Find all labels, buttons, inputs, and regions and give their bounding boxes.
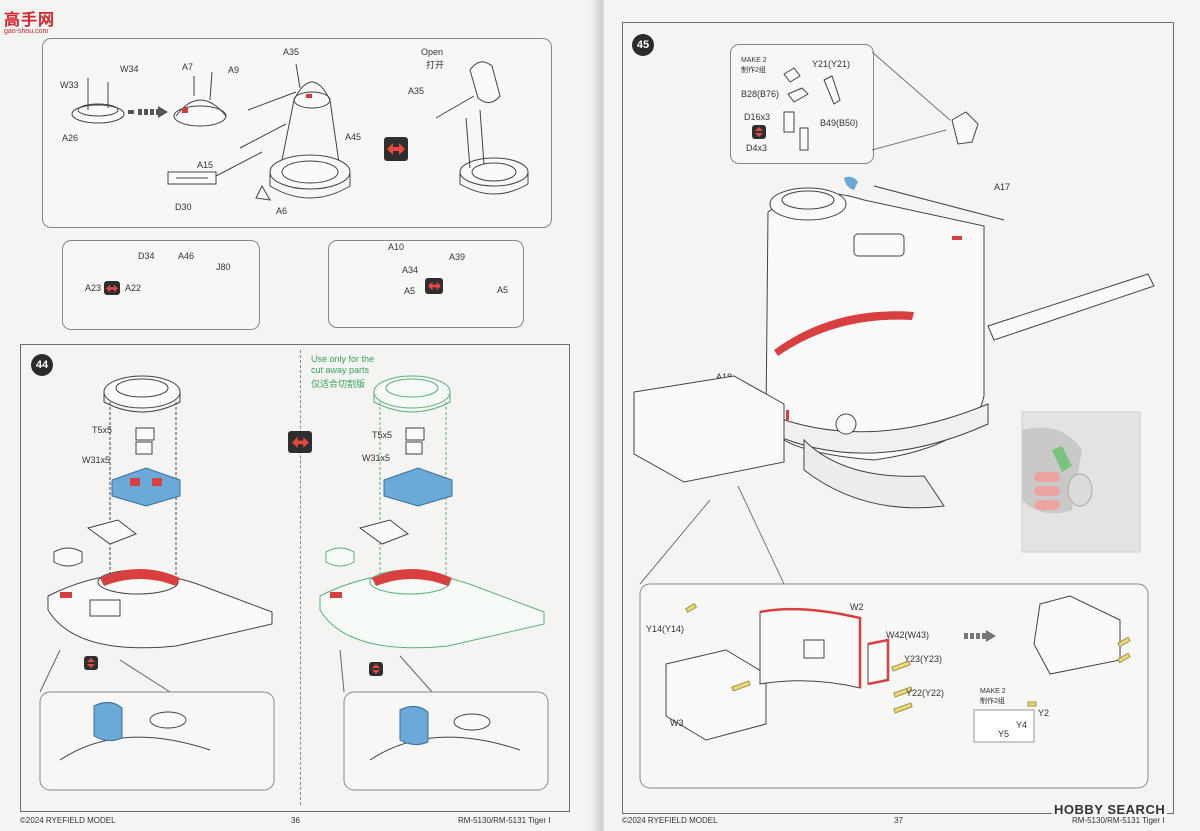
label-a6: A6 (276, 206, 288, 216)
watermark-logo: 高手网 gao-shou.com (4, 6, 68, 35)
open-label-cn: 打开 (426, 60, 445, 70)
label-d16x3: D16x3 (744, 112, 771, 122)
swap-icon-step-44 (288, 431, 312, 453)
label-w42: W42(W43) (886, 630, 930, 640)
make-2-label-top-cn: 制作2组 (741, 67, 766, 74)
label-a5-left: A5 (404, 286, 416, 296)
label-t5x5-left: T5x5 (92, 425, 113, 435)
label-y4: Y4 (1016, 720, 1028, 730)
label-a17: A17 (994, 182, 1011, 192)
label-w31x5-left: W31x5 (82, 455, 111, 465)
swap-icon-sub-left (104, 281, 120, 295)
label-a34: A34 (402, 265, 419, 275)
make-2-label-top: MAKE 2 (741, 57, 767, 64)
label-t5x5-right: T5x5 (372, 430, 393, 440)
cutaway-note-line1: Use only for the (311, 354, 375, 364)
label-w2: W2 (850, 602, 864, 612)
step-44-divider (300, 350, 301, 805)
sub-panel-right (328, 240, 524, 328)
hobby-search-logo: HOBBY SEARCH (1052, 802, 1168, 817)
label-a23: A23 (85, 283, 102, 293)
label-w34: W34 (120, 64, 139, 74)
make-2-label-bottom-cn: 制作2组 (980, 698, 1005, 705)
sub-panel-left (62, 240, 260, 330)
label-a39: A39 (449, 252, 466, 262)
footer-page-number-right: 37 (894, 816, 903, 825)
label-y5: Y5 (998, 729, 1010, 739)
label-a7: A7 (182, 62, 194, 72)
footer-copyright-left: ©2024 RYEFIELD MODEL (20, 816, 116, 825)
step-45-number: 45 (632, 34, 654, 56)
cutaway-note-cn: 仅适合切割版 (311, 379, 366, 389)
alternate-swap-icon (384, 137, 408, 161)
step-45-frame (622, 22, 1174, 814)
label-w3: W3 (670, 718, 684, 728)
label-a9: A9 (228, 65, 240, 75)
cutaway-note-line2: cut away parts (311, 365, 370, 375)
label-a5-right: A5 (497, 285, 509, 295)
watermark-brand: 高手网 (4, 12, 56, 29)
label-y22: Y22(Y22) (906, 688, 945, 698)
label-a10: A10 (388, 242, 405, 252)
footer-page-number-left: 36 (291, 816, 300, 825)
label-w31x5-right: W31x5 (362, 453, 391, 463)
label-a15: A15 (197, 160, 214, 170)
label-b28: B28(B76) (741, 89, 780, 99)
label-y2: Y2 (1038, 708, 1050, 718)
make-2-label-bottom: MAKE 2 (980, 688, 1006, 695)
footer-product-left: RM-5130/RM-5131 Tiger I (458, 816, 551, 825)
label-a45: A45 (345, 132, 362, 142)
label-a46: A46 (178, 251, 195, 261)
step-44-drawing (39, 375, 549, 791)
label-y23: Y23(Y23) (904, 654, 943, 664)
label-w33: W33 (60, 80, 79, 90)
step-44-frame (20, 344, 570, 812)
label-a26: A26 (62, 133, 79, 143)
label-y14: Y14(Y14) (646, 624, 685, 634)
label-a22: A22 (125, 283, 142, 293)
step-45-drawing (633, 51, 1155, 789)
label-d30: D30 (175, 202, 192, 212)
swap-icon-sub-right (425, 278, 443, 294)
flip-icon-right (369, 662, 383, 676)
label-a35-open: A35 (408, 86, 425, 96)
flip-icon-left (84, 656, 98, 670)
flip-icon-inset-top (752, 125, 766, 139)
footer-product-right: RM-5130/RM-5131 Tiger I (1072, 816, 1165, 825)
label-y21: Y21(Y21) (812, 59, 851, 69)
label-b49: B49(B50) (820, 118, 859, 128)
open-label: Open (421, 47, 444, 57)
label-d34: D34 (138, 251, 155, 261)
watermark-domain: gao-shou.com (4, 28, 49, 35)
label-d4x3: D4x3 (746, 143, 768, 153)
step-44-number: 44 (31, 354, 53, 376)
label-j80: J80 (216, 262, 231, 272)
label-a35: A35 (283, 47, 300, 57)
label-a18: A18 (716, 372, 733, 382)
left-page: 高手网 gao-shou.com (0, 0, 596, 831)
footer-copyright-right: ©2024 RYEFIELD MODEL (622, 816, 718, 825)
right-page: 45 MAKE 2 制作2组 Y21(Y21) B28(B76) D16x3 D… (604, 0, 1200, 831)
